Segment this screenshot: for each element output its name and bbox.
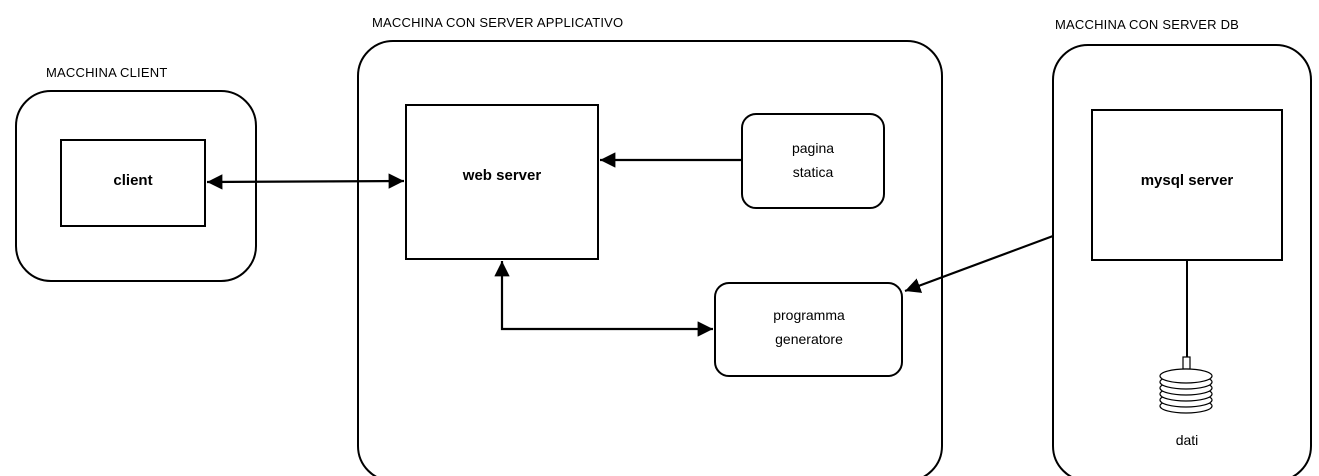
client-webserver-arrow: [206, 173, 405, 190]
client-machine-title: MACCHINA CLIENT: [46, 65, 167, 80]
data-label: dati: [1176, 432, 1199, 448]
generator-label-line1: programma: [773, 307, 845, 323]
generator-node: [714, 282, 903, 377]
data-port-icon: [1182, 356, 1191, 370]
database-icon: [1159, 368, 1213, 414]
db-server-machine-title: MACCHINA CON SERVER DB: [1055, 17, 1239, 32]
static-page-label-line1: pagina: [792, 140, 834, 156]
generator-label-line2: generatore: [775, 331, 843, 347]
app-server-machine-box: [357, 40, 943, 476]
static-page-label-line2: statica: [793, 164, 834, 180]
db-to-generator-arrow: [904, 234, 1054, 293]
mysql-server-label: mysql server: [1141, 172, 1234, 189]
db-server-machine-box: [1052, 44, 1312, 476]
client-node: [60, 139, 206, 227]
static-page-node: [741, 113, 885, 209]
client-node-label: client: [113, 172, 152, 189]
web-server-node: [405, 104, 599, 260]
app-server-machine-title: MACCHINA CON SERVER APPLICATIVO: [372, 15, 623, 30]
webserver-generator-arrow: [494, 261, 713, 337]
web-server-label: web server: [462, 167, 542, 184]
